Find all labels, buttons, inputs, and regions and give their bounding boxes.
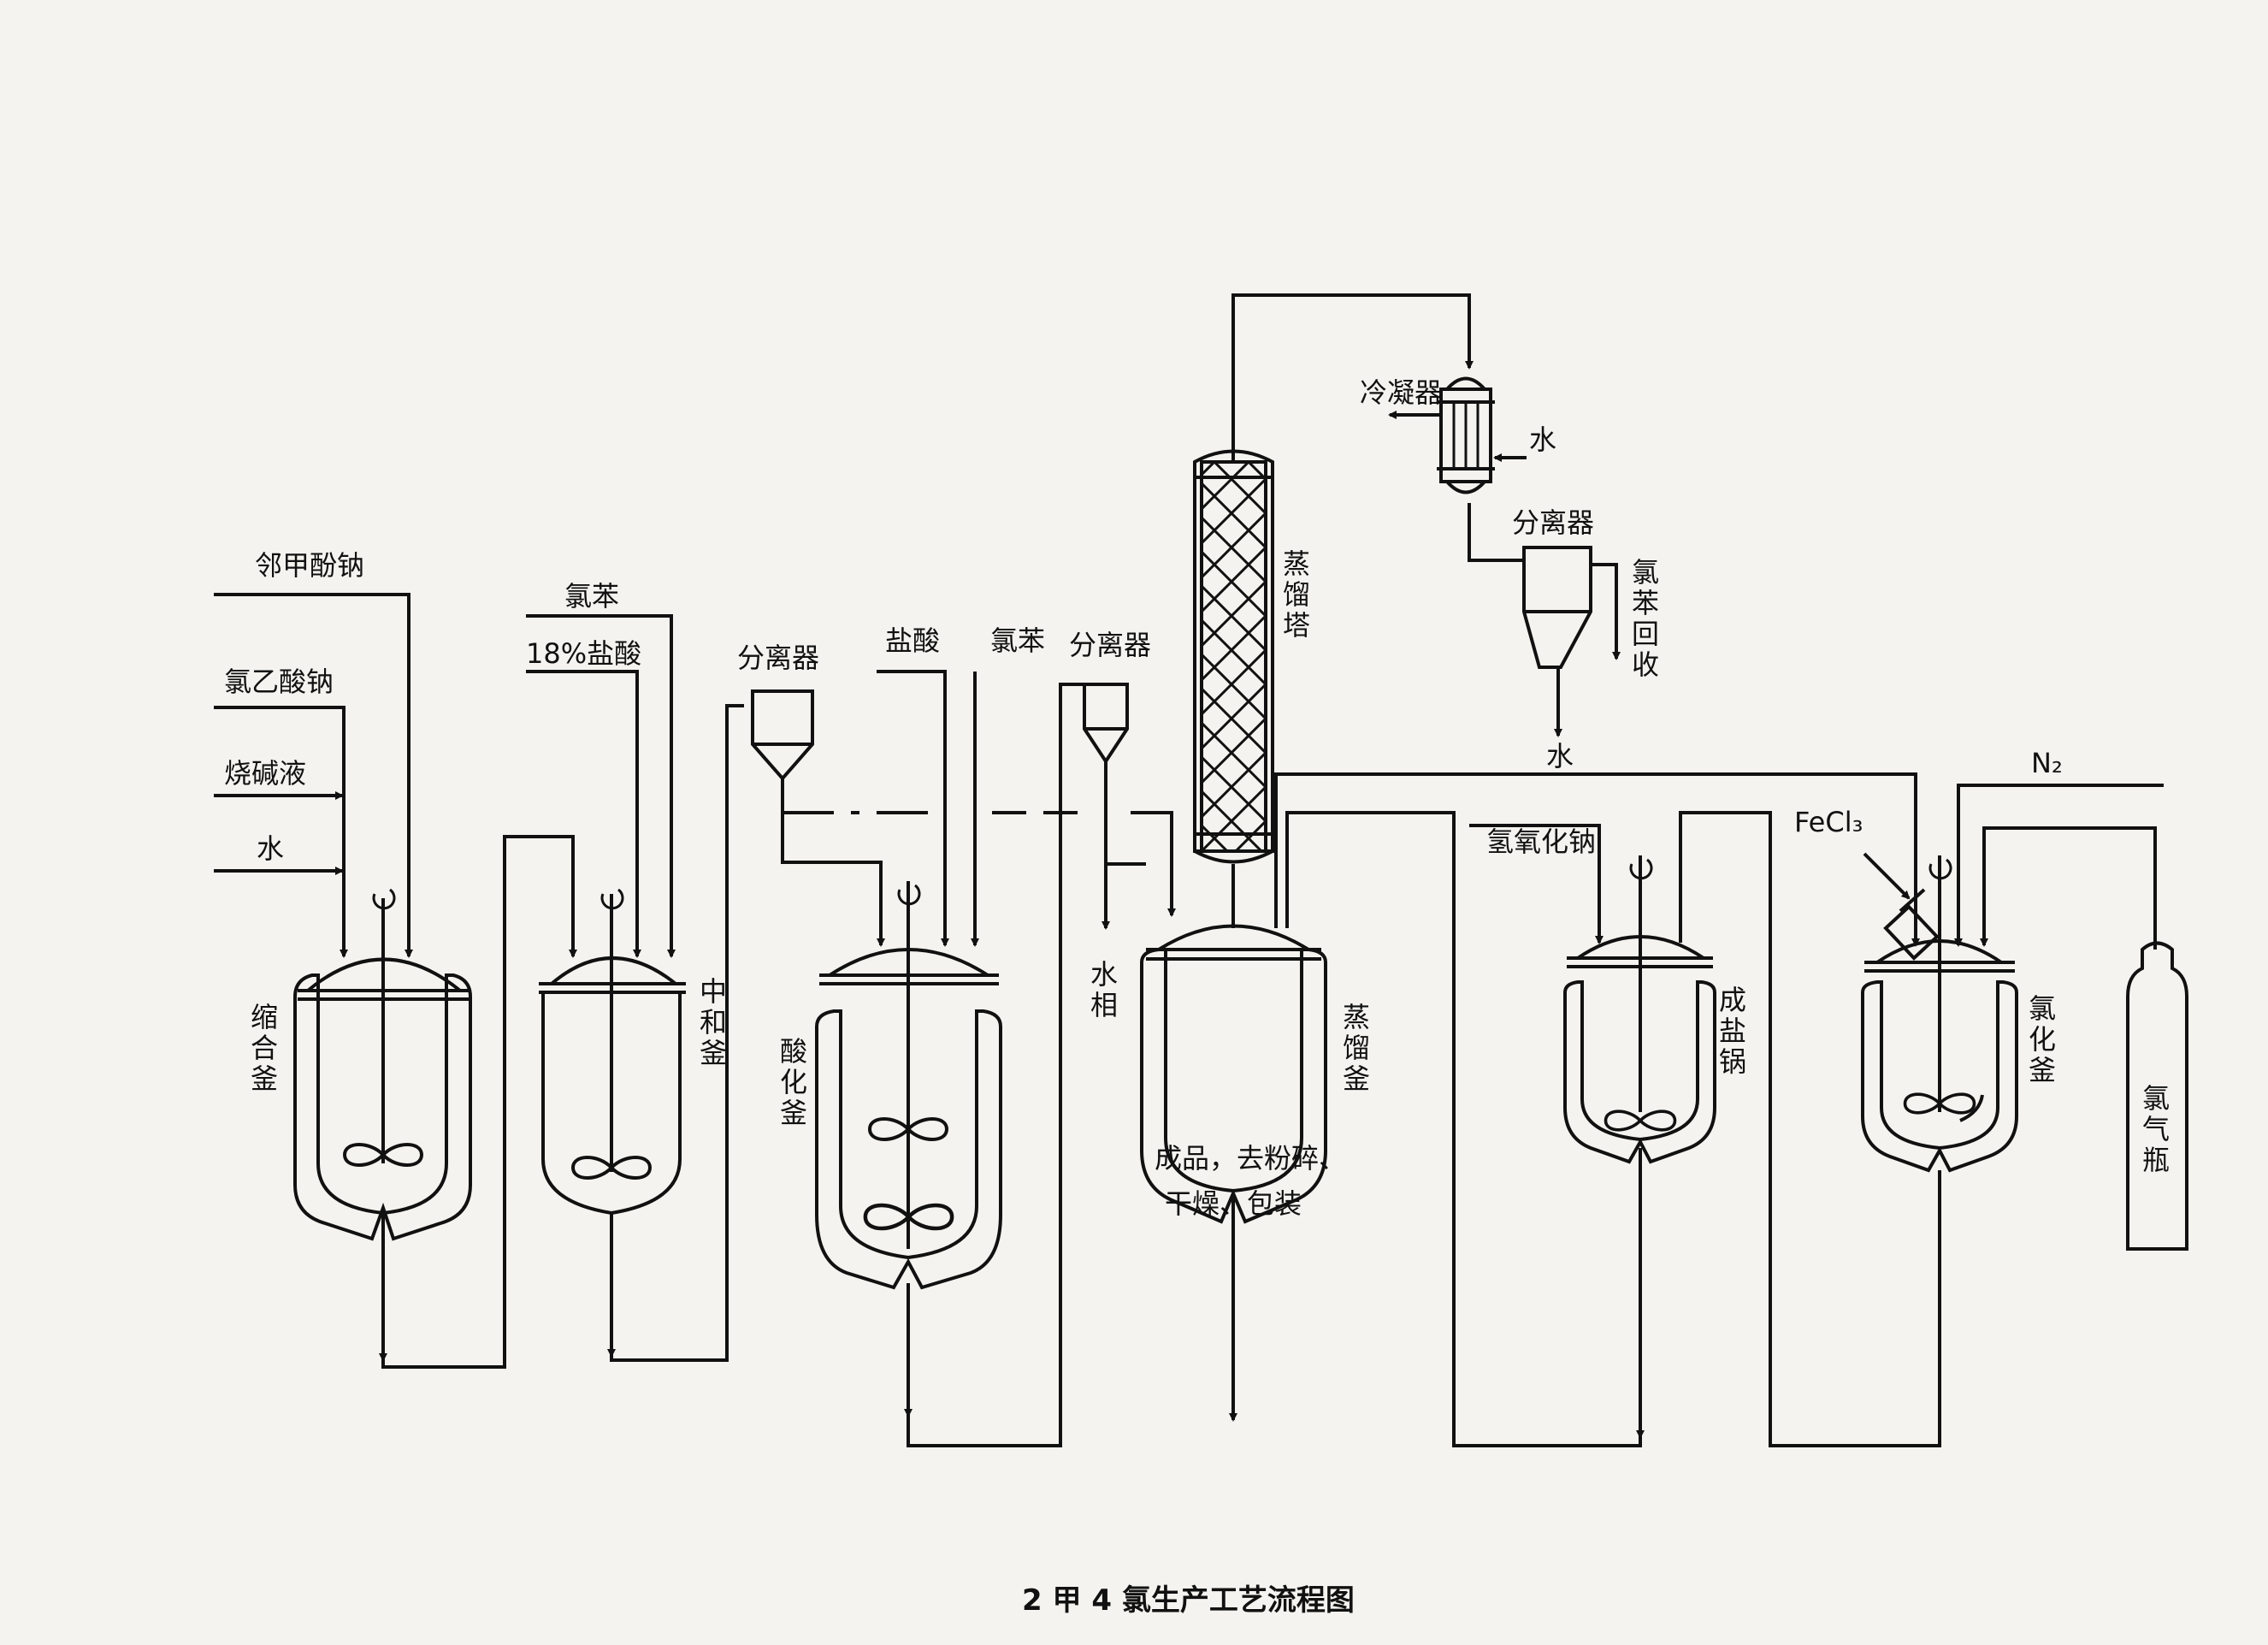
label-sodium-cresolate: 邻甲酚钠 xyxy=(255,549,364,582)
condensation-kettle xyxy=(293,888,472,1241)
label-chlorobenzene-1: 氯苯 xyxy=(564,580,619,612)
label-neutralization-kettle: 中和釜 xyxy=(700,975,727,1069)
chlorination-kettle xyxy=(1861,855,2018,1173)
label-separator-2: 分离器 xyxy=(1069,629,1151,661)
salt-forming-kettle xyxy=(1563,855,1716,1164)
separator-1 xyxy=(751,689,814,782)
label-distillation-kettle: 蒸馏釜 xyxy=(1343,1001,1370,1095)
separator-3 xyxy=(1522,546,1592,669)
label-chlorine-cylinder: 氯气瓶 xyxy=(2142,1082,2170,1176)
label-product-line-1: 成品，去粉碎、 xyxy=(1155,1142,1346,1175)
label-condensation-kettle: 缩合釜 xyxy=(251,1001,278,1095)
label-hcl: 盐酸 xyxy=(885,624,940,657)
chlorine-cylinder xyxy=(2126,941,2188,1251)
label-sodium-hydroxide: 氢氧化钠 xyxy=(1486,825,1596,858)
label-acidification-kettle: 酸化釜 xyxy=(780,1035,807,1129)
label-chlorobenzene-recovery: 氯苯回收 xyxy=(1632,556,1659,681)
neutralization-kettle xyxy=(539,888,686,1216)
diagram-caption: 2 甲 4 氯生产工艺流程图 xyxy=(1022,1583,1355,1618)
distillation-column xyxy=(1193,449,1274,928)
label-product-line-2: 干燥、包装 xyxy=(1165,1187,1302,1220)
piping-reactor-3 xyxy=(781,670,1176,1447)
condenser xyxy=(1437,376,1495,494)
label-water-phase: 水相 xyxy=(1090,958,1118,1021)
label-salt-kettle: 成盐锅 xyxy=(1719,984,1746,1078)
separator-2 xyxy=(1083,683,1129,765)
piping-distillation xyxy=(1229,293,1920,1447)
piping-reactor-1 xyxy=(214,593,577,1369)
label-separator-3: 分离器 xyxy=(1512,506,1594,539)
label-distillation-column: 蒸馏塔 xyxy=(1283,547,1310,642)
acidification-kettle xyxy=(815,881,1002,1290)
label-ferric-chloride: FeCl₃ xyxy=(1794,806,1863,838)
label-chlorination-kettle: 氯化釜 xyxy=(2029,992,2056,1086)
piping-reactor-2 xyxy=(526,614,744,1362)
labels: 邻甲酚钠 氯乙酸钠 烧碱液 水 氯苯 18%盐酸 盐酸 氯苯 氢氧化钠 FeCl… xyxy=(224,376,2063,1618)
label-sodium-chloroacetate: 氯乙酸钠 xyxy=(224,666,334,698)
label-hcl-18: 18%盐酸 xyxy=(526,637,641,670)
vertical-labels: 缩合釜 中和釜 酸化釜 蒸馏釜 成盐锅 氯化釜 蒸馏塔 氯气瓶 氯苯回收 水相 xyxy=(251,547,2170,1176)
distillation-kettle xyxy=(1140,924,1327,1224)
label-water-out: 水 xyxy=(1546,740,1574,772)
label-water-1: 水 xyxy=(257,832,284,865)
label-separator-1: 分离器 xyxy=(737,642,819,674)
piping-salt-chlorination xyxy=(1469,784,2164,1447)
label-cooling-water: 水 xyxy=(1529,423,1556,456)
label-condenser: 冷凝器 xyxy=(1360,376,1442,409)
label-nitrogen: N₂ xyxy=(2031,747,2063,779)
label-chlorobenzene-2: 氯苯 xyxy=(990,624,1045,657)
label-caustic-soda: 烧碱液 xyxy=(224,757,306,790)
